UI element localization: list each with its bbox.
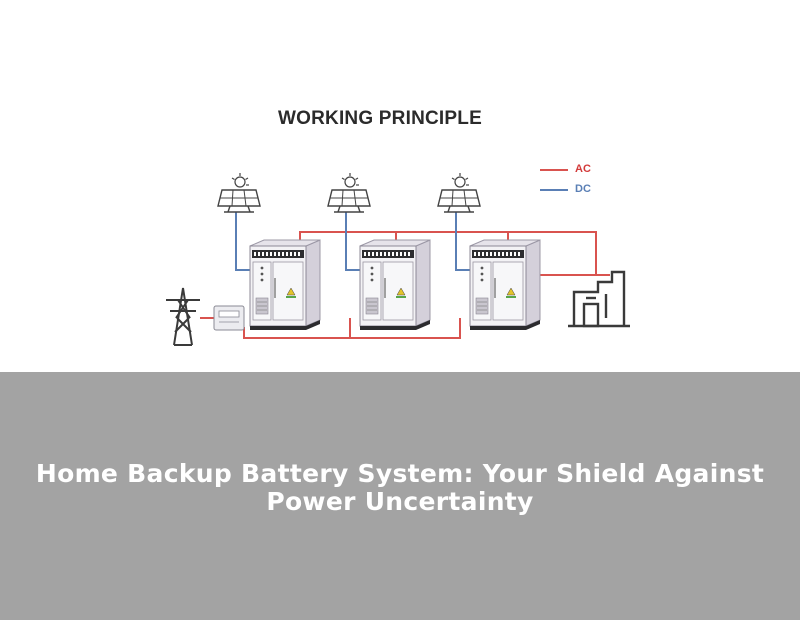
- meter-icon: [213, 305, 245, 331]
- solar-panel-icon: [327, 172, 371, 213]
- caption-text: Home Backup Battery System: Your Shield …: [0, 460, 800, 516]
- legend-ac-label: AC: [575, 163, 591, 175]
- solar-panel-icon: [437, 172, 481, 213]
- battery-cabinet: [469, 239, 541, 331]
- dc-wiring: [235, 189, 568, 271]
- legend-dc-label: DC: [575, 183, 591, 195]
- battery-cabinet: [359, 239, 431, 331]
- transmission-tower-icon: [166, 287, 200, 346]
- diagram-area: WORKING PRINCIPLE AC DC: [166, 108, 630, 346]
- caption-line-1: Home Backup Battery System: Your Shield …: [35, 459, 765, 488]
- caption-band: Home Backup Battery System: Your Shield …: [0, 372, 800, 620]
- solar-panel-icon: [217, 172, 261, 213]
- caption-line-2: Power Uncertainty: [266, 487, 534, 516]
- diagram-title: WORKING PRINCIPLE: [278, 108, 482, 129]
- working-principle-diagram: [166, 169, 630, 346]
- battery-cabinet: [249, 239, 321, 331]
- factory-icon: [568, 270, 630, 328]
